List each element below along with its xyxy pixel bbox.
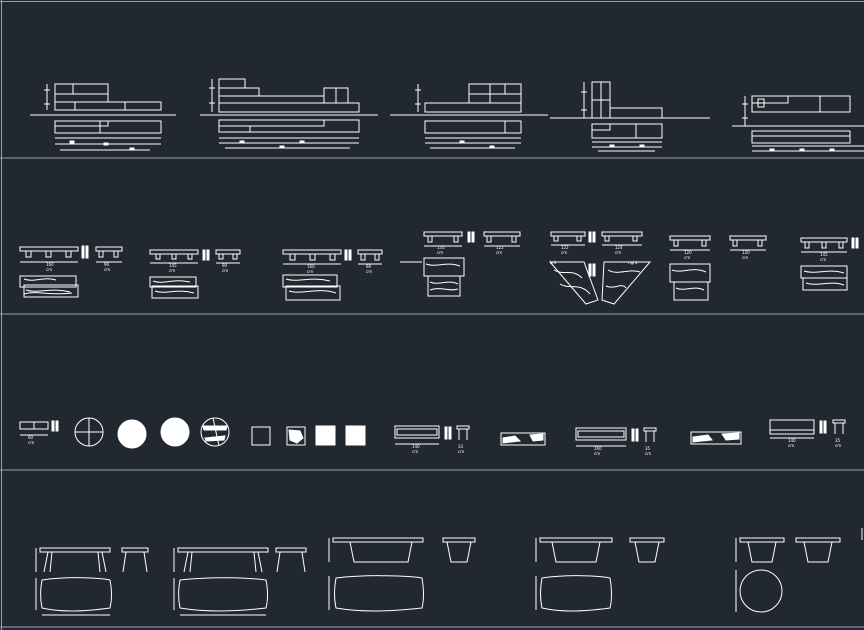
dim-unit: cm xyxy=(594,451,600,456)
dim-135: 135 xyxy=(437,245,445,250)
dim-122: 122 xyxy=(496,245,504,250)
console-140-b: 140 cm 35 cm xyxy=(769,419,846,448)
dim-unit: cm xyxy=(742,255,748,260)
console-140: 140 cm 33 cm xyxy=(394,425,470,454)
wall-unit-block xyxy=(200,78,378,149)
dim-145: 145 xyxy=(169,263,177,268)
dim-unit: cm xyxy=(561,250,567,255)
dim-unit: cm xyxy=(307,269,313,274)
dim-160: 160 xyxy=(46,262,54,267)
row-dining-tables xyxy=(35,528,863,616)
dim-140: 140 xyxy=(788,438,796,443)
dim-35: 35 xyxy=(645,446,651,451)
dining-table-3 xyxy=(328,537,476,612)
dim-160: 160 xyxy=(307,264,315,269)
dim-60: 60 xyxy=(28,435,34,440)
dim-unit: cm xyxy=(366,269,372,274)
dining-table-2 xyxy=(173,547,307,616)
console-160: 160 cm 35 cm xyxy=(575,427,657,456)
dim-unit: cm xyxy=(645,451,651,456)
dim-124: 124 xyxy=(615,245,623,250)
dim-unit: cm xyxy=(222,268,228,273)
coffee-table-group: 120 cm 120 cm xyxy=(669,235,767,301)
coffee-table-group: 145 cm xyxy=(800,237,859,291)
dim-90: 90 xyxy=(104,262,110,267)
dim-unit: cm xyxy=(684,255,690,260)
dim-unit: cm xyxy=(458,449,464,454)
dim-122: 122 xyxy=(561,245,569,250)
dim-unit: cm xyxy=(169,268,175,273)
dim-35: 35 xyxy=(835,438,841,443)
row-coffee-tables: 160 cm 90 cm 145 cm 90 cm xyxy=(19,231,859,305)
wall-unit-block xyxy=(30,83,176,151)
round-tops xyxy=(74,417,230,449)
dim-unit: cm xyxy=(820,257,826,262)
dim-90: 90 xyxy=(222,263,228,268)
dim-145: 145 xyxy=(820,252,828,257)
dining-table-1 xyxy=(35,547,149,616)
dim-unit: cm xyxy=(835,443,841,448)
dim-120: 120 xyxy=(684,250,692,255)
dim-160: 160 xyxy=(594,446,602,451)
dim-unit: cm xyxy=(437,250,443,255)
wall-unit-block xyxy=(550,81,710,152)
dim-unit: cm xyxy=(615,250,621,255)
console-top-marble xyxy=(500,432,546,446)
wall-unit-block xyxy=(390,83,548,149)
console-top-marble xyxy=(690,431,742,445)
coffee-table-group: 122 cm 124 cm left right xyxy=(548,231,652,305)
dining-table-4 xyxy=(535,537,665,612)
coffee-table-group: 135 cm 122 cm xyxy=(400,231,521,297)
row-wall-units xyxy=(30,78,864,152)
dim-unit: cm xyxy=(46,267,52,272)
dim-140: 140 xyxy=(412,444,420,449)
coffee-table-group: 160 cm 90 cm xyxy=(19,245,123,298)
coffee-table-group: 145 cm 90 cm xyxy=(149,249,241,299)
dim-unit: cm xyxy=(28,440,34,445)
dining-table-round xyxy=(735,528,863,613)
dim-90: 90 xyxy=(366,264,372,269)
dim-unit: cm xyxy=(104,267,110,272)
dim-unit: cm xyxy=(788,443,794,448)
row-side-tables: 60 cm 140 cm 33 cm xyxy=(19,417,846,456)
dim-unit: cm xyxy=(496,250,502,255)
dim-33: 33 xyxy=(458,444,464,449)
square-tops xyxy=(251,425,366,446)
dim-120: 120 xyxy=(742,250,750,255)
wall-unit-block xyxy=(732,95,864,152)
dim-unit: cm xyxy=(412,449,418,454)
side-table-60: 60 cm xyxy=(19,420,59,445)
coffee-table-group: 160 cm 90 cm xyxy=(282,249,383,301)
